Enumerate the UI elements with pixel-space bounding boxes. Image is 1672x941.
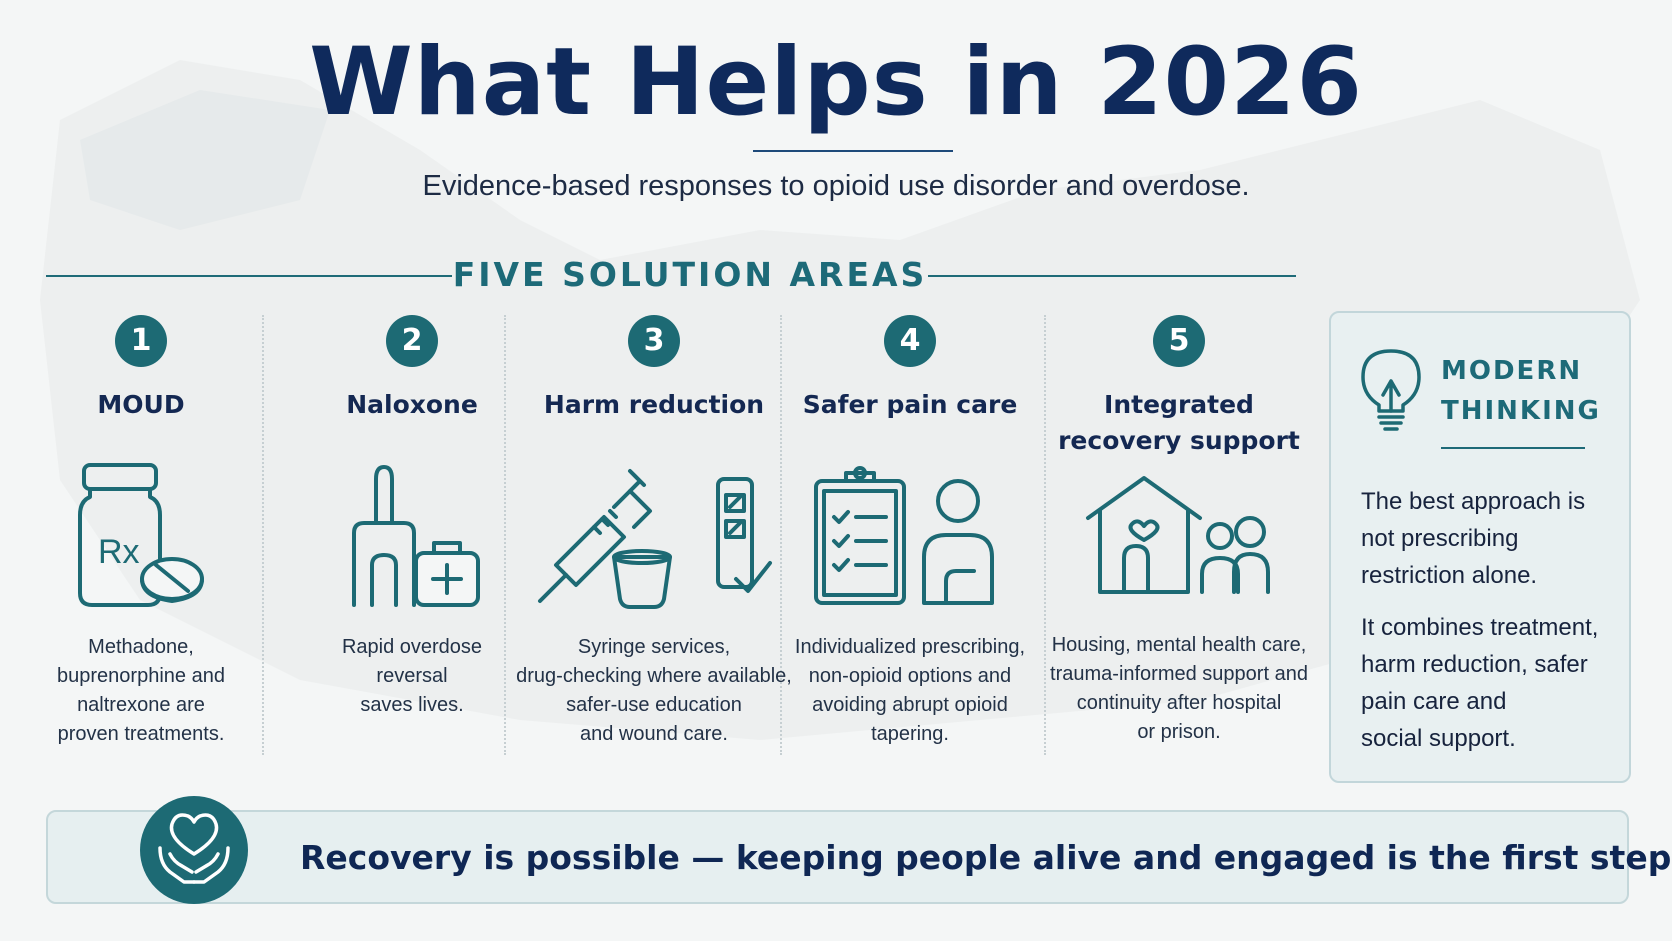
modern-thinking-rule — [1441, 447, 1585, 449]
page-subtitle: Evidence-based responses to opioid use d… — [422, 170, 1250, 202]
area-description: Syringe services, drug-checking where av… — [516, 636, 792, 745]
area-description: Rapid overdose reversal saves lives. — [341, 636, 483, 716]
syringe-icon — [538, 469, 772, 609]
column-divider — [780, 315, 782, 755]
step-number-badge: 1 — [115, 315, 167, 367]
step-number-badge: 3 — [628, 315, 680, 367]
solution-areas: 1 MOUD Rx Methadone, buprenorphine and n… — [30, 315, 1308, 757]
nasal-spray-icon — [352, 465, 480, 607]
solution-area-naloxone: 2 Naloxone Rapid overdose reversal saves… — [292, 315, 532, 757]
house-heart-icon — [1086, 476, 1270, 594]
lightbulb-icon — [1361, 349, 1421, 431]
section-header: FIVE SOLUTION AREAS — [46, 255, 1296, 295]
area-title: Harm reduction — [543, 390, 765, 419]
rx-label: Rx — [98, 533, 140, 571]
solution-area-safer-pain-care: 4 Safer pain care Individualized prescri… — [780, 315, 1040, 757]
step-number-badge: 2 — [386, 315, 438, 367]
step-number-badge: 5 — [1153, 315, 1205, 367]
section-rule-right — [928, 275, 1296, 277]
modern-thinking-paragraph: It combines treatment, harm reduction, s… — [1361, 614, 1599, 752]
column-divider — [504, 315, 506, 755]
hands-heart-badge — [140, 796, 248, 904]
solution-area-integrated-recovery: 5 Integrated recovery support Housing, m… — [1050, 315, 1308, 757]
section-rule-left — [46, 275, 452, 277]
area-description: Housing, mental health care, trauma-info… — [1050, 634, 1308, 743]
modern-thinking-panel: MODERN THINKING The best approach is not… — [1329, 311, 1631, 783]
title-underline — [753, 150, 953, 152]
step-number-badge: 4 — [884, 315, 936, 367]
solution-area-harm-reduction: 3 Harm reduction Syringe services, dru — [504, 315, 804, 757]
area-title: Naloxone — [346, 390, 478, 419]
banner-message: Recovery is possible — keeping people al… — [300, 838, 1672, 877]
modern-thinking-title: MODERN THINKING — [1441, 356, 1601, 426]
hands-heart-icon — [158, 813, 230, 884]
bottom-banner: Recovery is possible — keeping people al… — [46, 796, 1672, 904]
area-title: MOUD — [97, 390, 185, 419]
section-label: FIVE SOLUTION AREAS — [452, 255, 928, 294]
area-title: Safer pain care — [802, 390, 1018, 419]
page-title: What Helps in 2026 — [309, 28, 1363, 137]
column-divider — [262, 315, 264, 755]
area-title: Integrated recovery support — [1058, 390, 1300, 455]
solution-area-moud: 1 MOUD Rx Methadone, buprenorphine and n… — [30, 315, 252, 757]
clipboard-checklist-icon — [814, 466, 994, 605]
medicine-bottle-icon: Rx — [78, 463, 204, 607]
modern-thinking-paragraph: The best approach is not prescribing res… — [1361, 488, 1586, 589]
area-description: Individualized prescribing, non-opioid o… — [794, 636, 1026, 745]
area-description: Methadone, buprenorphine and naltrexone … — [57, 636, 225, 745]
column-divider — [1044, 315, 1046, 755]
